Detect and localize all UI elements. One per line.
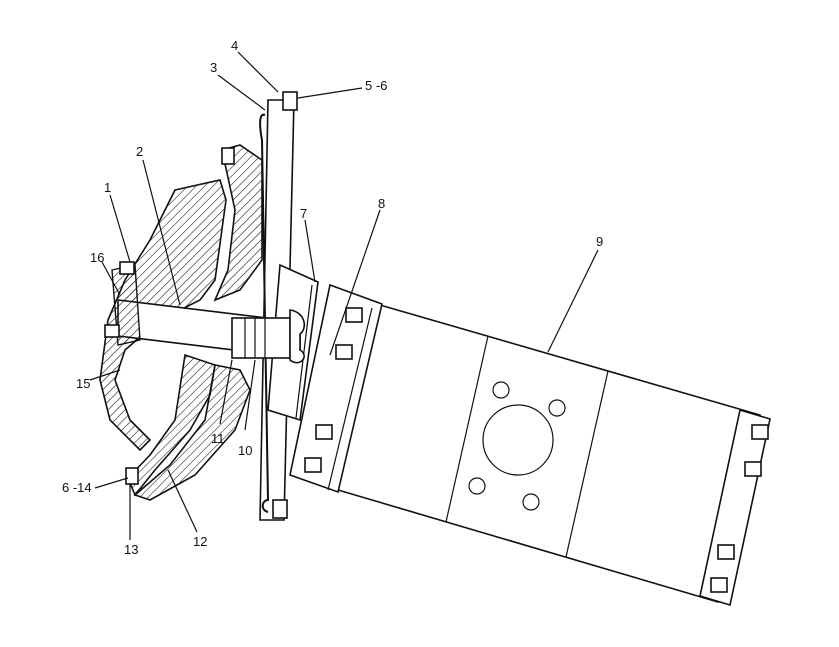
callout-12: 12 [193,534,207,549]
bolt-hole [548,399,566,417]
callout-8: 8 [378,196,385,211]
end-bolts [710,424,769,593]
callout-labels: 1 2 3 4 5 -6 7 8 9 10 11 12 13 6 -14 15 … [62,38,603,557]
callout-5-6: 5 -6 [365,78,387,93]
callout-9: 9 [596,234,603,249]
callout-16: 16 [90,250,104,265]
adapter-flange [289,283,383,494]
callout-4: 4 [231,38,238,53]
callout-15: 15 [76,376,90,391]
pump-body [337,303,771,607]
callout-6-14: 6 -14 [62,480,92,495]
callout-10: 10 [238,443,252,458]
leader-lines [89,51,599,540]
callout-11: 11 [211,431,225,446]
callout-2: 2 [136,144,143,159]
bolt-hole [492,381,510,399]
callout-3: 3 [210,60,217,75]
callout-7: 7 [300,206,307,221]
pump-bore [482,404,554,476]
callout-1: 1 [104,180,111,195]
bolt-hole [468,477,486,495]
bolt-hole [522,493,540,511]
callout-13: 13 [124,542,138,557]
shaft-assembly [104,261,306,364]
